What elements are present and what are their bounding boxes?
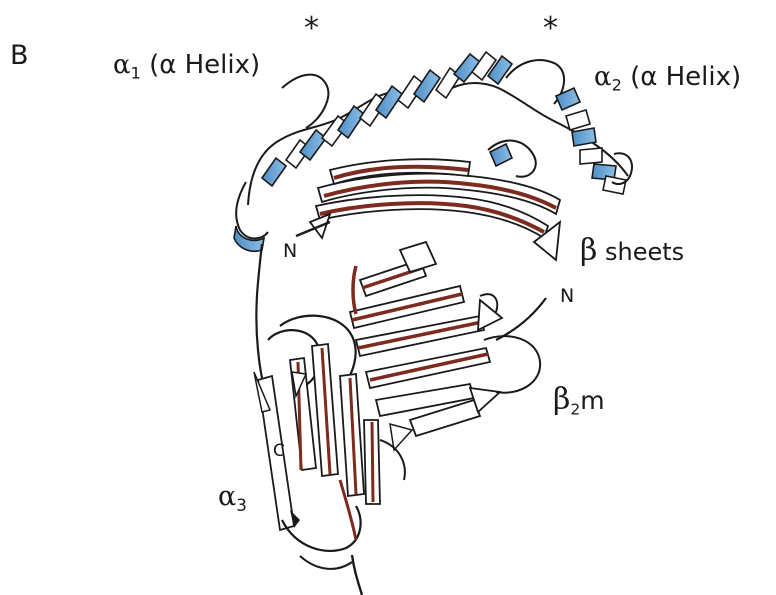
asterisk-marker-2: * [543, 14, 558, 44]
alpha1-greek: α [113, 50, 131, 80]
beta-sheets-text: sheets [605, 238, 684, 266]
alpha1-label: α1 (α Helix) [113, 52, 260, 82]
beta2m-domain [350, 242, 546, 436]
asterisk-marker-1: * [304, 14, 319, 44]
beta2m-greek: β [553, 382, 570, 417]
c-terminus-label: C [273, 443, 285, 460]
alpha3-subscript: 3 [236, 495, 247, 515]
alpha2-label: α2 (α Helix) [594, 64, 741, 94]
alpha2-subscript: 2 [612, 76, 622, 95]
linker-strand [256, 244, 266, 392]
beta-sheets-greek: β [580, 233, 597, 268]
alpha1-subscript: 1 [131, 64, 141, 83]
alpha3-greek: α [218, 481, 236, 512]
beta2m-label: β2m [553, 385, 605, 418]
panel-label: B [10, 42, 29, 69]
alpha2-text: (α Helix) [630, 62, 741, 92]
n-terminus-label-1: N [283, 242, 297, 261]
beta2m-subscript: 2 [570, 400, 580, 418]
alpha2-greek: α [594, 62, 612, 92]
beta-sheets-label: β sheets [580, 236, 684, 266]
alpha1-text: (α Helix) [149, 50, 260, 80]
alpha3-label: α3 [218, 483, 247, 514]
n-terminus-label-2: N [560, 287, 574, 306]
beta2m-text: m [580, 386, 604, 415]
